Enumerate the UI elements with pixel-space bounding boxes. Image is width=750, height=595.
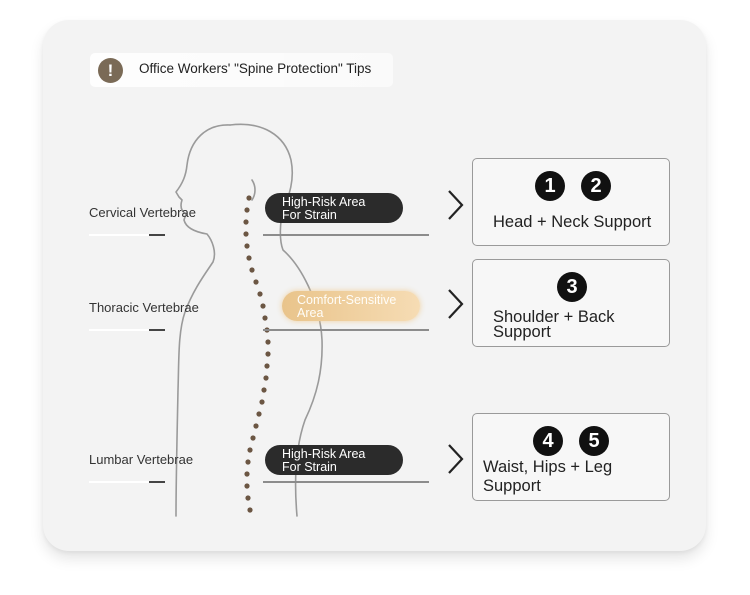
chevron-right-icon bbox=[448, 190, 464, 220]
comfort-badge-line1: Comfort-Sensitive bbox=[297, 293, 397, 307]
support-label-line2: Support bbox=[483, 477, 541, 495]
risk-badge-lumbar: High-Risk Area For Strain bbox=[265, 445, 403, 475]
label-underline bbox=[89, 234, 149, 236]
chevron-right-icon bbox=[448, 444, 464, 474]
cervical-label: Cervical Vertebrae bbox=[89, 205, 196, 220]
human-outline-icon bbox=[175, 123, 323, 517]
tips-title: Office Workers' "Spine Protection" Tips bbox=[139, 61, 372, 76]
support-box-shoulder-back: 3 Shoulder + Back Support bbox=[472, 259, 670, 347]
chevron-right-icon bbox=[448, 289, 464, 319]
label-underline-tick bbox=[149, 234, 165, 236]
label-underline-tick bbox=[149, 481, 165, 483]
risk-badge-cervical: High-Risk Area For Strain bbox=[265, 193, 403, 223]
label-underline bbox=[89, 329, 149, 331]
label-underline-tick bbox=[149, 329, 165, 331]
support-label: Head + Neck Support bbox=[493, 213, 652, 231]
step-number-1: 1 bbox=[535, 171, 565, 201]
step-number-5: 5 bbox=[579, 426, 609, 456]
support-box-waist-hips-leg: 4 5 Waist, Hips + Leg Support bbox=[472, 413, 670, 501]
support-label-line2: Support bbox=[493, 323, 551, 341]
spine-dots bbox=[243, 195, 271, 513]
exclamation-icon: ! bbox=[98, 58, 123, 83]
risk-badge-line2: For Strain bbox=[282, 208, 337, 222]
comfort-badge-line2: Area bbox=[297, 306, 324, 320]
label-underline bbox=[89, 481, 149, 483]
step-number-2: 2 bbox=[581, 171, 611, 201]
risk-badge-line1: High-Risk Area bbox=[282, 447, 366, 461]
step-number-3: 3 bbox=[557, 272, 587, 302]
support-label: Shoulder + Back bbox=[493, 308, 615, 326]
step-number-4: 4 bbox=[533, 426, 563, 456]
thoracic-label: Thoracic Vertebrae bbox=[89, 300, 199, 315]
risk-badge-line2: For Strain bbox=[282, 460, 337, 474]
risk-badge-line1: High-Risk Area bbox=[282, 195, 366, 209]
tips-header bbox=[90, 53, 393, 87]
connector-line bbox=[263, 234, 429, 236]
connector-line bbox=[263, 329, 429, 331]
lumbar-label: Lumbar Vertebrae bbox=[89, 452, 194, 467]
comfort-badge-thoracic: Comfort-Sensitive Area bbox=[282, 291, 420, 321]
support-box-head-neck: 1 2 Head + Neck Support bbox=[472, 158, 670, 246]
connector-line bbox=[263, 481, 429, 483]
support-label: Waist, Hips + Leg bbox=[483, 458, 613, 476]
